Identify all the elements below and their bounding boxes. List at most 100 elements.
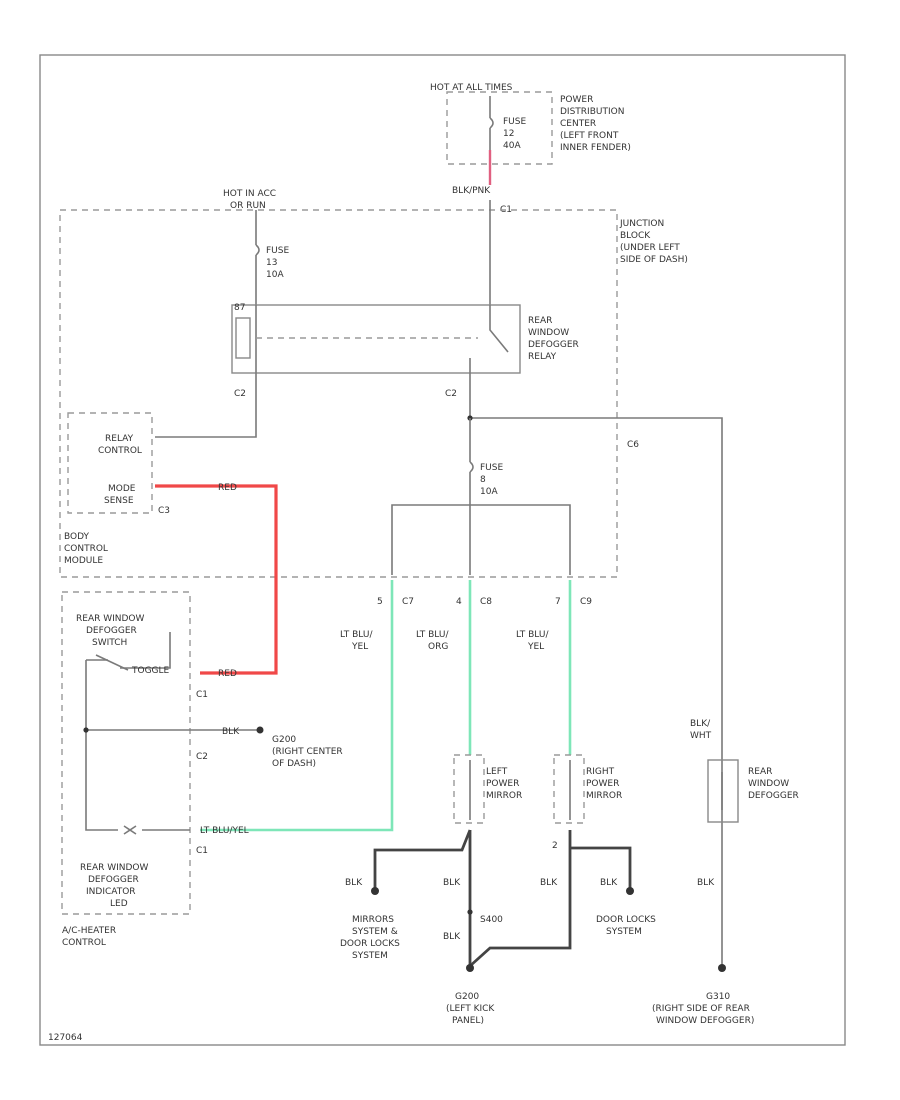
svg-text:SENSE: SENSE (104, 496, 134, 506)
svg-text:10A: 10A (480, 487, 498, 497)
svg-text:LT BLU/: LT BLU/ (416, 630, 449, 640)
svg-text:YEL: YEL (351, 642, 368, 652)
svg-text:SYSTEM &: SYSTEM & (352, 927, 398, 937)
svg-text:MODE: MODE (108, 484, 136, 494)
connector-c1b: C1 (196, 846, 208, 856)
svg-text:OR RUN: OR RUN (230, 201, 266, 211)
svg-text:8: 8 (480, 475, 486, 485)
svg-text:LT BLU/: LT BLU/ (516, 630, 549, 640)
red-wire-label-top: RED (218, 483, 237, 493)
svg-text:OF DASH): OF DASH) (272, 759, 316, 769)
relay-connector-left: C2 (234, 389, 246, 399)
bcm-relay-control-label: RELAY CONTROL (98, 434, 142, 456)
switch-state-label: TOGGLE (131, 666, 170, 676)
svg-text:MODULE: MODULE (64, 556, 103, 566)
door-locks-label: DOOR LOCKS SYSTEM (596, 915, 656, 937)
lt-blu-yel-wire-label: LT BLU/YEL (200, 826, 249, 836)
svg-text:CONTROL: CONTROL (64, 544, 108, 554)
connector-c6: C6 (627, 440, 639, 450)
splice-s400-icon (467, 909, 473, 915)
svg-text:YEL: YEL (527, 642, 544, 652)
splice-s400-label: S400 (480, 915, 503, 925)
mirror-pin-2: 2 (552, 841, 558, 851)
relay-control-wire (155, 373, 257, 438)
blk-label-4: BLK (600, 878, 618, 888)
blk-wht-wire-label: BLK/ WHT (690, 719, 712, 741)
svg-text:FUSE: FUSE (480, 463, 503, 473)
indicator-led-icon (123, 825, 137, 835)
svg-text:POWER: POWER (486, 779, 519, 789)
ground-g200-label: G200 (RIGHT CENTER OF DASH) (272, 735, 343, 769)
diagram-frame (39, 54, 846, 1046)
svg-text:A/C-HEATER: A/C-HEATER (62, 926, 116, 936)
ground-g310-label: G310 (RIGHT SIDE OF REAR WINDOW DEFOGGER… (652, 992, 754, 1026)
svg-text:LT BLU/: LT BLU/ (340, 630, 373, 640)
svg-text:WINDOW: WINDOW (748, 779, 789, 789)
hot-at-all-times-label: HOT AT ALL TIMES (430, 83, 513, 93)
right-mirror-label: RIGHT POWER MIRROR (586, 767, 622, 801)
blk-label-2: BLK (443, 878, 461, 888)
svg-text:LEFT: LEFT (486, 767, 508, 777)
mirror-fuse-icon (469, 461, 474, 473)
svg-text:13: 13 (266, 258, 277, 268)
pdc-fuse-icon (489, 117, 494, 129)
svg-text:DEFOGGER: DEFOGGER (748, 791, 799, 801)
power-distribution-center-box (446, 91, 553, 165)
svg-text:(RIGHT SIDE OF REAR: (RIGHT SIDE OF REAR (652, 1004, 750, 1014)
svg-text:(LEFT KICK: (LEFT KICK (446, 1004, 495, 1014)
ac-heater-control-box (61, 591, 191, 915)
right-mirror-box (553, 754, 585, 824)
lt-blu-yel-indicator-wire (200, 580, 394, 832)
svg-text:INDICATOR: INDICATOR (86, 887, 136, 897)
relay-switch-icon (469, 305, 509, 373)
hot-in-acc-label: HOT IN ACC OR RUN (223, 189, 276, 211)
svg-text:40A: 40A (503, 141, 521, 151)
svg-text:CONTROL: CONTROL (62, 938, 106, 948)
bcm-connector-c3: C3 (158, 506, 170, 516)
wire-c8-label: LT BLU/ ORG (416, 630, 449, 652)
ground-g200b-icon (466, 964, 474, 972)
left-mirror-box (453, 754, 485, 824)
bcm-mode-sense-label: MODE SENSE (104, 484, 136, 506)
blk-label-3: BLK (540, 878, 558, 888)
pdc-label: POWER DISTRIBUTION CENTER (LEFT FRONT IN… (560, 95, 631, 153)
svg-text:MIRROR: MIRROR (586, 791, 622, 801)
svg-text:FUSE: FUSE (503, 117, 526, 127)
ground-g200-icon (256, 726, 264, 734)
svg-text:POWER: POWER (586, 779, 619, 789)
svg-text:WHT: WHT (690, 731, 712, 741)
svg-text:REAR WINDOW: REAR WINDOW (76, 614, 145, 624)
defogger-switch-icon (95, 654, 129, 671)
ground-g200b-label: G200 (LEFT KICK PANEL) (446, 992, 495, 1026)
defogger-relay-box (231, 304, 521, 374)
connector-c7: C7 (402, 597, 414, 607)
svg-text:RIGHT: RIGHT (586, 767, 615, 777)
svg-text:G200: G200 (272, 735, 296, 745)
svg-text:DEFOGGER: DEFOGGER (528, 340, 579, 350)
rear-defogger-label: REAR WINDOW DEFOGGER (748, 767, 799, 801)
heater-bus-wire (391, 504, 571, 575)
bcm-label: BODY CONTROL MODULE (64, 532, 108, 566)
svg-text:SWITCH: SWITCH (92, 638, 127, 648)
svg-text:FUSE: FUSE (266, 246, 289, 256)
svg-text:BODY: BODY (64, 532, 90, 542)
svg-text:DEFOGGER: DEFOGGER (88, 875, 139, 885)
svg-text:MIRROR: MIRROR (486, 791, 522, 801)
svg-text:HOT IN ACC: HOT IN ACC (223, 189, 276, 199)
mirror-heater-elements (469, 760, 571, 820)
relay-pin-87: 87 (234, 303, 245, 313)
ac-heater-label: A/C-HEATER CONTROL (62, 926, 116, 948)
svg-text:BLK/: BLK/ (690, 719, 711, 729)
relay-label: REAR WINDOW DEFOGGER RELAY (528, 316, 579, 362)
blk-pnk-wire-label: BLK/PNK (452, 186, 491, 196)
relay-output-wire (469, 373, 723, 760)
connector-c2: C2 (196, 752, 208, 762)
svg-text:WINDOW: WINDOW (528, 328, 569, 338)
rear-defogger-grid-icon (707, 759, 739, 823)
svg-text:INNER FENDER): INNER FENDER) (560, 143, 631, 153)
jb-fuse-icon (255, 244, 260, 256)
switch-circuit-wire (85, 632, 190, 831)
svg-text:(UNDER LEFT: (UNDER LEFT (620, 243, 680, 253)
svg-text:(RIGHT CENTER: (RIGHT CENTER (272, 747, 343, 757)
svg-text:CENTER: CENTER (560, 119, 596, 129)
